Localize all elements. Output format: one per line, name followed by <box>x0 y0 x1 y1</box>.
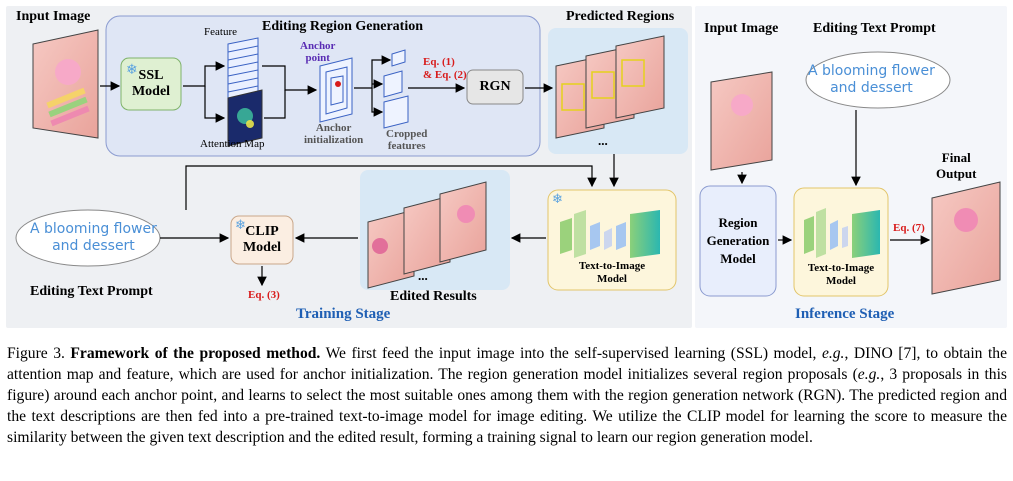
prompt-inference-line1: A blooming flower <box>808 63 935 79</box>
eq12-label: Eq. (1) & Eq. (2) <box>423 56 467 82</box>
clip-model-label: CLIP Model <box>231 216 293 264</box>
edited-results-images <box>367 181 487 289</box>
final-output-image <box>931 181 1001 295</box>
cropped-features-line2: features <box>387 140 426 152</box>
rgn-box <box>466 69 524 105</box>
final-output-line2: Output <box>936 166 977 181</box>
ssl-model-line1: SSL <box>138 68 164 83</box>
prompt-inference-line2: and dessert <box>830 80 913 96</box>
anchor-initialization <box>319 57 353 123</box>
eq7-label: Eq. (7) <box>893 222 925 234</box>
clip-model-box <box>230 215 294 265</box>
t2i-blocks-inference <box>804 208 880 258</box>
t2i-label-inference: Text-to-Image Model <box>794 262 888 288</box>
cropped-features-label: Cropped features <box>386 128 427 152</box>
final-output-line1: Final <box>941 150 971 165</box>
anchor-point-line2: point <box>305 52 330 64</box>
cropped-features-line1: Cropped <box>386 128 428 140</box>
feature-stack <box>227 37 259 101</box>
framework-figure: Input Image Editing Region Generation Fe… <box>6 6 1007 328</box>
region-generation-box <box>699 185 777 297</box>
erg-title: Editing Region Generation <box>262 19 424 34</box>
snowflake-icon-clip: ❄ <box>235 217 246 232</box>
training-stage-label: Training Stage <box>296 306 391 322</box>
attention-map <box>227 89 263 147</box>
input-image-training <box>32 29 99 139</box>
editing-text-prompt-label: Editing Text Prompt <box>30 284 153 299</box>
rgm-line3: Model <box>720 251 756 266</box>
inference-prompt-label: Editing Text Prompt <box>813 21 936 36</box>
anchor-init-line2: initialization <box>304 134 364 146</box>
t2i-training-line2: Model <box>597 273 627 285</box>
edited-results-label: Edited Results <box>390 289 477 304</box>
attention-map-label: Attention Map <box>200 138 265 150</box>
prompt-bubble-inference <box>805 51 951 109</box>
anchor-init-line1: Anchor <box>315 122 352 134</box>
t2i-label-training: Text-to-Image Model <box>548 260 676 286</box>
snowflake-icon: ❄ <box>126 63 138 78</box>
rgn-label: RGN <box>479 79 511 94</box>
diagram-graphics <box>6 6 1007 328</box>
t2i-training-line1: Text-to-Image <box>578 260 646 272</box>
prompt-training-line2: and dessert <box>52 238 135 254</box>
clip-model-line2: Model <box>242 240 282 255</box>
prompt-bubble-inference-text: A blooming flower and dessert <box>808 63 935 97</box>
t2i-blocks-training <box>560 210 660 258</box>
inference-input-image-label: Input Image <box>704 21 779 36</box>
predicted-regions-label: Predicted Regions <box>566 9 675 24</box>
caption-eg: e.g. <box>821 345 845 362</box>
ssl-model-line2: Model <box>131 84 171 99</box>
inference-stage-label: Inference Stage <box>795 306 895 322</box>
ellipsis-edited: ... <box>418 268 428 283</box>
clip-model-line1: CLIP <box>245 224 279 239</box>
ssl-model-box <box>120 57 182 111</box>
region-generation-model-label: Region Generation Model <box>700 186 776 296</box>
anchor-init-label: Anchor initialization <box>304 122 363 146</box>
final-output-label: Final Output <box>936 150 976 182</box>
eq12-line1: Eq. (1) <box>423 56 455 68</box>
eq3-label: Eq. (3) <box>248 289 280 301</box>
anchor-point-label: Anchor point <box>300 40 335 64</box>
arrows <box>100 55 931 287</box>
eq12-line2: & Eq. (2) <box>423 69 467 81</box>
input-image-inference <box>710 71 773 171</box>
rgm-line2: Generation <box>706 233 770 248</box>
cropped-features <box>383 49 409 129</box>
ellipsis-predicted: ... <box>598 133 608 148</box>
ssl-model-label: SSL Model <box>121 58 181 110</box>
caption-p2: , DINO [7], to obtain the attention map … <box>7 345 1008 383</box>
prompt-bubble-training-text: A blooming flower and dessert <box>30 221 157 255</box>
rgm-line1: Region <box>718 215 758 230</box>
t2i-inference-line1: Text-to-Image <box>807 262 875 274</box>
caption-eg2: e.g. <box>857 366 881 383</box>
input-image-label: Input Image <box>16 9 91 24</box>
t2i-inference-line2: Model <box>826 275 856 287</box>
caption-p1: We first feed the input image into the s… <box>325 345 817 362</box>
feature-label: Feature <box>204 26 237 38</box>
prompt-training-line1: A blooming flower <box>30 221 157 237</box>
caption-p3: , 3 proposals in this figure) around eac… <box>7 366 1007 446</box>
predicted-region-frames <box>555 35 665 139</box>
snowflake-icon-t2i: ❄ <box>552 191 563 206</box>
anchor-point-line1: Anchor <box>300 40 336 52</box>
caption-title: Framework of the proposed method. <box>70 345 321 362</box>
figure-caption: Figure 3. Framework of the proposed meth… <box>7 343 1007 448</box>
caption-fig-no: Figure 3. <box>7 345 65 362</box>
